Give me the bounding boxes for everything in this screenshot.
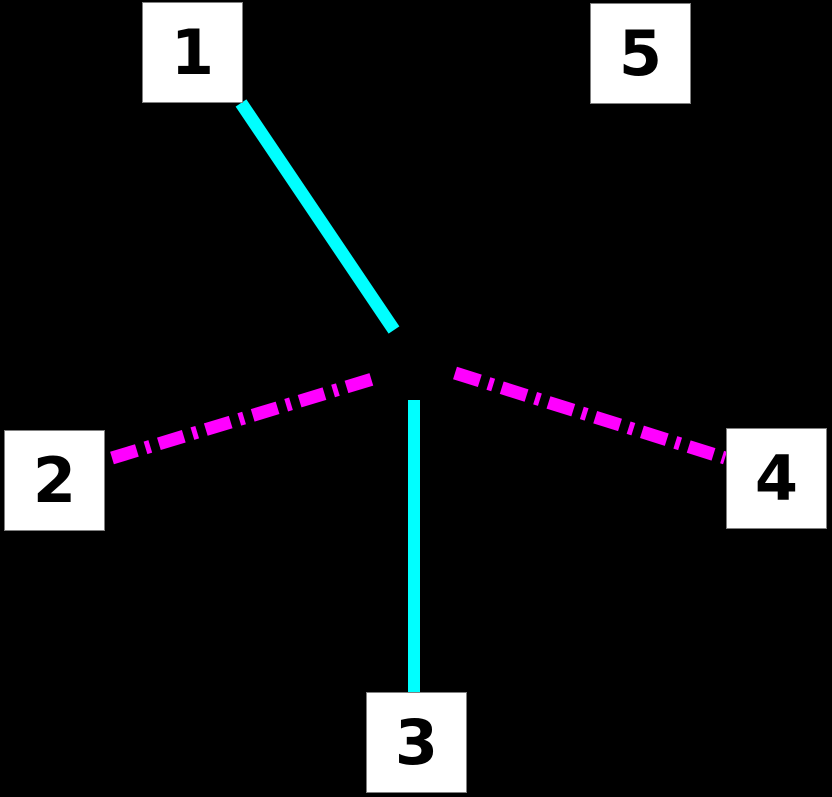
node-box-4[interactable]: 4 [726, 428, 827, 529]
edge-node1-to-center [235, 99, 400, 334]
edge-node2-to-center [110, 371, 378, 465]
node-box-5[interactable]: 5 [590, 3, 691, 104]
node-label-3: 3 [394, 705, 439, 779]
edges-group [110, 99, 727, 692]
node-label-2: 2 [32, 443, 77, 517]
node-label-5: 5 [618, 16, 663, 90]
node-box-1[interactable]: 1 [142, 2, 243, 103]
edge-center-to-node4 [453, 366, 727, 465]
node-box-3[interactable]: 3 [366, 692, 467, 793]
node-box-2[interactable]: 2 [4, 430, 105, 531]
node-label-1: 1 [170, 15, 215, 89]
node-label-4: 4 [754, 441, 799, 515]
